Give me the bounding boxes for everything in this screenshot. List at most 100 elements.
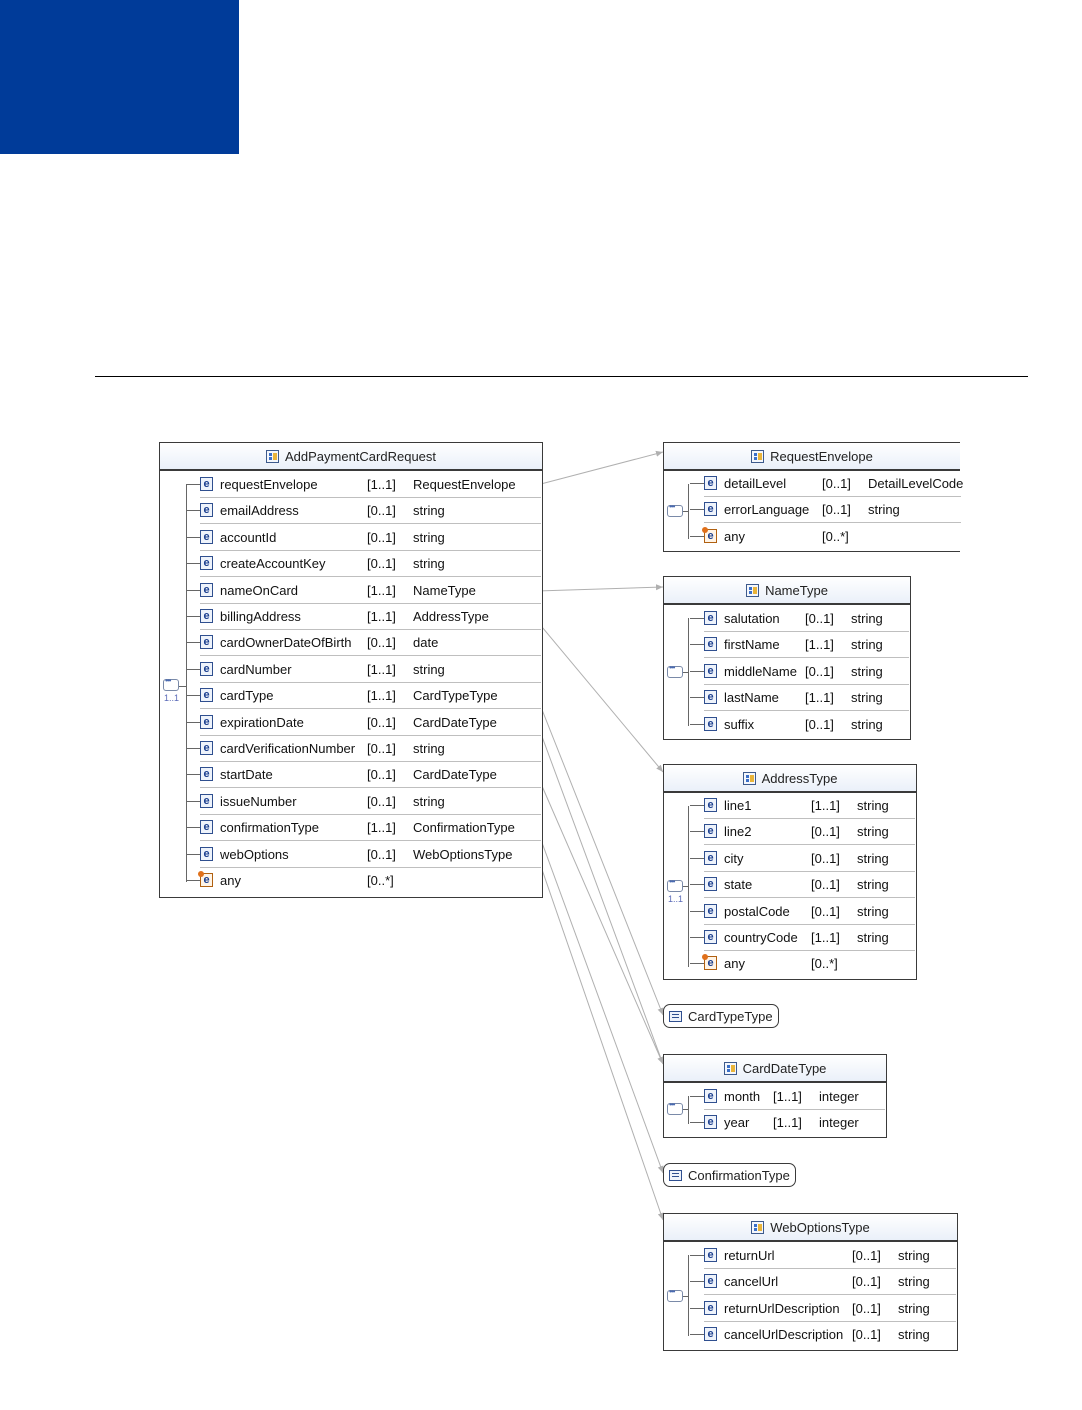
element-type: string xyxy=(857,877,889,893)
connector-startDate xyxy=(541,785,664,1065)
any-element-icon: e xyxy=(198,871,213,887)
branch-stub xyxy=(186,563,200,565)
element-cardinality: [1..1] xyxy=(811,798,840,813)
branch-stub xyxy=(690,535,704,537)
element-cardinality: [1..1] xyxy=(773,1089,802,1104)
element-cardinality: [1..1] xyxy=(805,690,834,706)
sequence-icon xyxy=(667,1100,683,1115)
complex-type-icon xyxy=(723,1061,737,1075)
element-icon: e xyxy=(704,798,717,812)
element-name: line1 xyxy=(724,798,752,813)
element-cardinality: [0..*] xyxy=(822,528,849,544)
element-icon: e xyxy=(704,930,717,944)
branch-stub xyxy=(186,695,200,697)
element-cardinality: [0..1] xyxy=(367,793,396,809)
branch-stub xyxy=(690,857,704,859)
element-type: RequestEnvelope xyxy=(413,477,516,492)
element-icon: e xyxy=(704,476,717,490)
element-type: string xyxy=(413,661,445,677)
element-icon: e xyxy=(704,877,717,892)
element-name: detailLevel xyxy=(724,476,787,491)
element-cardinality: [1..1] xyxy=(805,637,834,653)
sequence-branch-line xyxy=(688,618,689,726)
complex-type-icon xyxy=(742,771,756,785)
branch-stub xyxy=(690,1281,704,1283)
branch-stub xyxy=(186,827,200,829)
element-name: confirmationType xyxy=(220,820,319,836)
element-cardinality: [0..1] xyxy=(367,741,396,756)
element-name: cardNumber xyxy=(220,661,292,677)
element-name: countryCode xyxy=(724,930,798,945)
element-type: string xyxy=(851,716,883,732)
branch-stub xyxy=(186,616,200,617)
element-icon: e xyxy=(704,1089,717,1103)
element-icon: e xyxy=(200,635,213,650)
element-name: salutation xyxy=(724,611,780,626)
element-type: integer xyxy=(819,1115,859,1131)
element-icon: e xyxy=(704,716,717,731)
element-icon: e xyxy=(704,1115,717,1130)
branch-stub xyxy=(690,1307,704,1309)
element-cardinality: [0..1] xyxy=(367,846,396,862)
branch-stub xyxy=(186,721,200,723)
connector-requestEnvelope xyxy=(536,450,664,486)
type-header: NameType xyxy=(664,577,910,605)
any-element-icon: e xyxy=(702,526,717,543)
element-name: nameOnCard xyxy=(220,582,299,598)
branch-stub xyxy=(186,800,200,802)
branch-stub xyxy=(690,963,704,965)
element-name: any xyxy=(724,956,745,972)
element-icon: e xyxy=(200,529,213,544)
element-type: string xyxy=(413,741,445,756)
branch-stub xyxy=(186,642,200,644)
element-name: middleName xyxy=(724,663,797,679)
sequence-link-line xyxy=(683,886,688,887)
element-icon: e xyxy=(200,609,213,623)
element-name: errorLanguage xyxy=(724,502,810,518)
type-header: AddressType xyxy=(664,765,916,793)
element-type: string xyxy=(898,1248,930,1263)
branch-stub xyxy=(186,880,200,881)
sequence-cardinality: 1..1 xyxy=(164,693,180,703)
branch-stub xyxy=(690,618,704,619)
element-cardinality: [0..1] xyxy=(805,611,834,626)
element-type: string xyxy=(413,503,445,519)
branch-stub xyxy=(690,805,704,806)
element-icon: e xyxy=(704,1274,717,1289)
element-type: date xyxy=(413,635,439,651)
element-name: billingAddress xyxy=(220,609,301,624)
branch-stub xyxy=(690,1096,704,1097)
element-cardinality: [0..1] xyxy=(811,877,840,893)
element-icon: e xyxy=(704,502,717,517)
element-type: CardDateType xyxy=(413,714,497,730)
type-box-carddatetype: CardDateType emonth[1..1]integereyear[1.… xyxy=(663,1054,887,1138)
element-name: webOptions xyxy=(220,846,289,862)
element-name: cancelUrlDescription xyxy=(724,1327,844,1343)
branch-stub xyxy=(186,484,200,485)
element-cardinality: [0..1] xyxy=(811,824,840,840)
element-icon: e xyxy=(200,741,213,755)
type-header: AddPaymentCardRequest xyxy=(160,443,542,471)
branch-stub xyxy=(186,853,200,855)
element-cardinality: [1..1] xyxy=(367,688,396,704)
element-name: postalCode xyxy=(724,903,790,919)
branch-stub xyxy=(186,774,200,776)
element-icon: e xyxy=(200,477,213,491)
element-cardinality: [0..1] xyxy=(811,903,840,919)
element-type: string xyxy=(898,1327,930,1343)
element-icon: e xyxy=(200,582,213,597)
sequence-cardinality: 1..1 xyxy=(668,894,684,904)
